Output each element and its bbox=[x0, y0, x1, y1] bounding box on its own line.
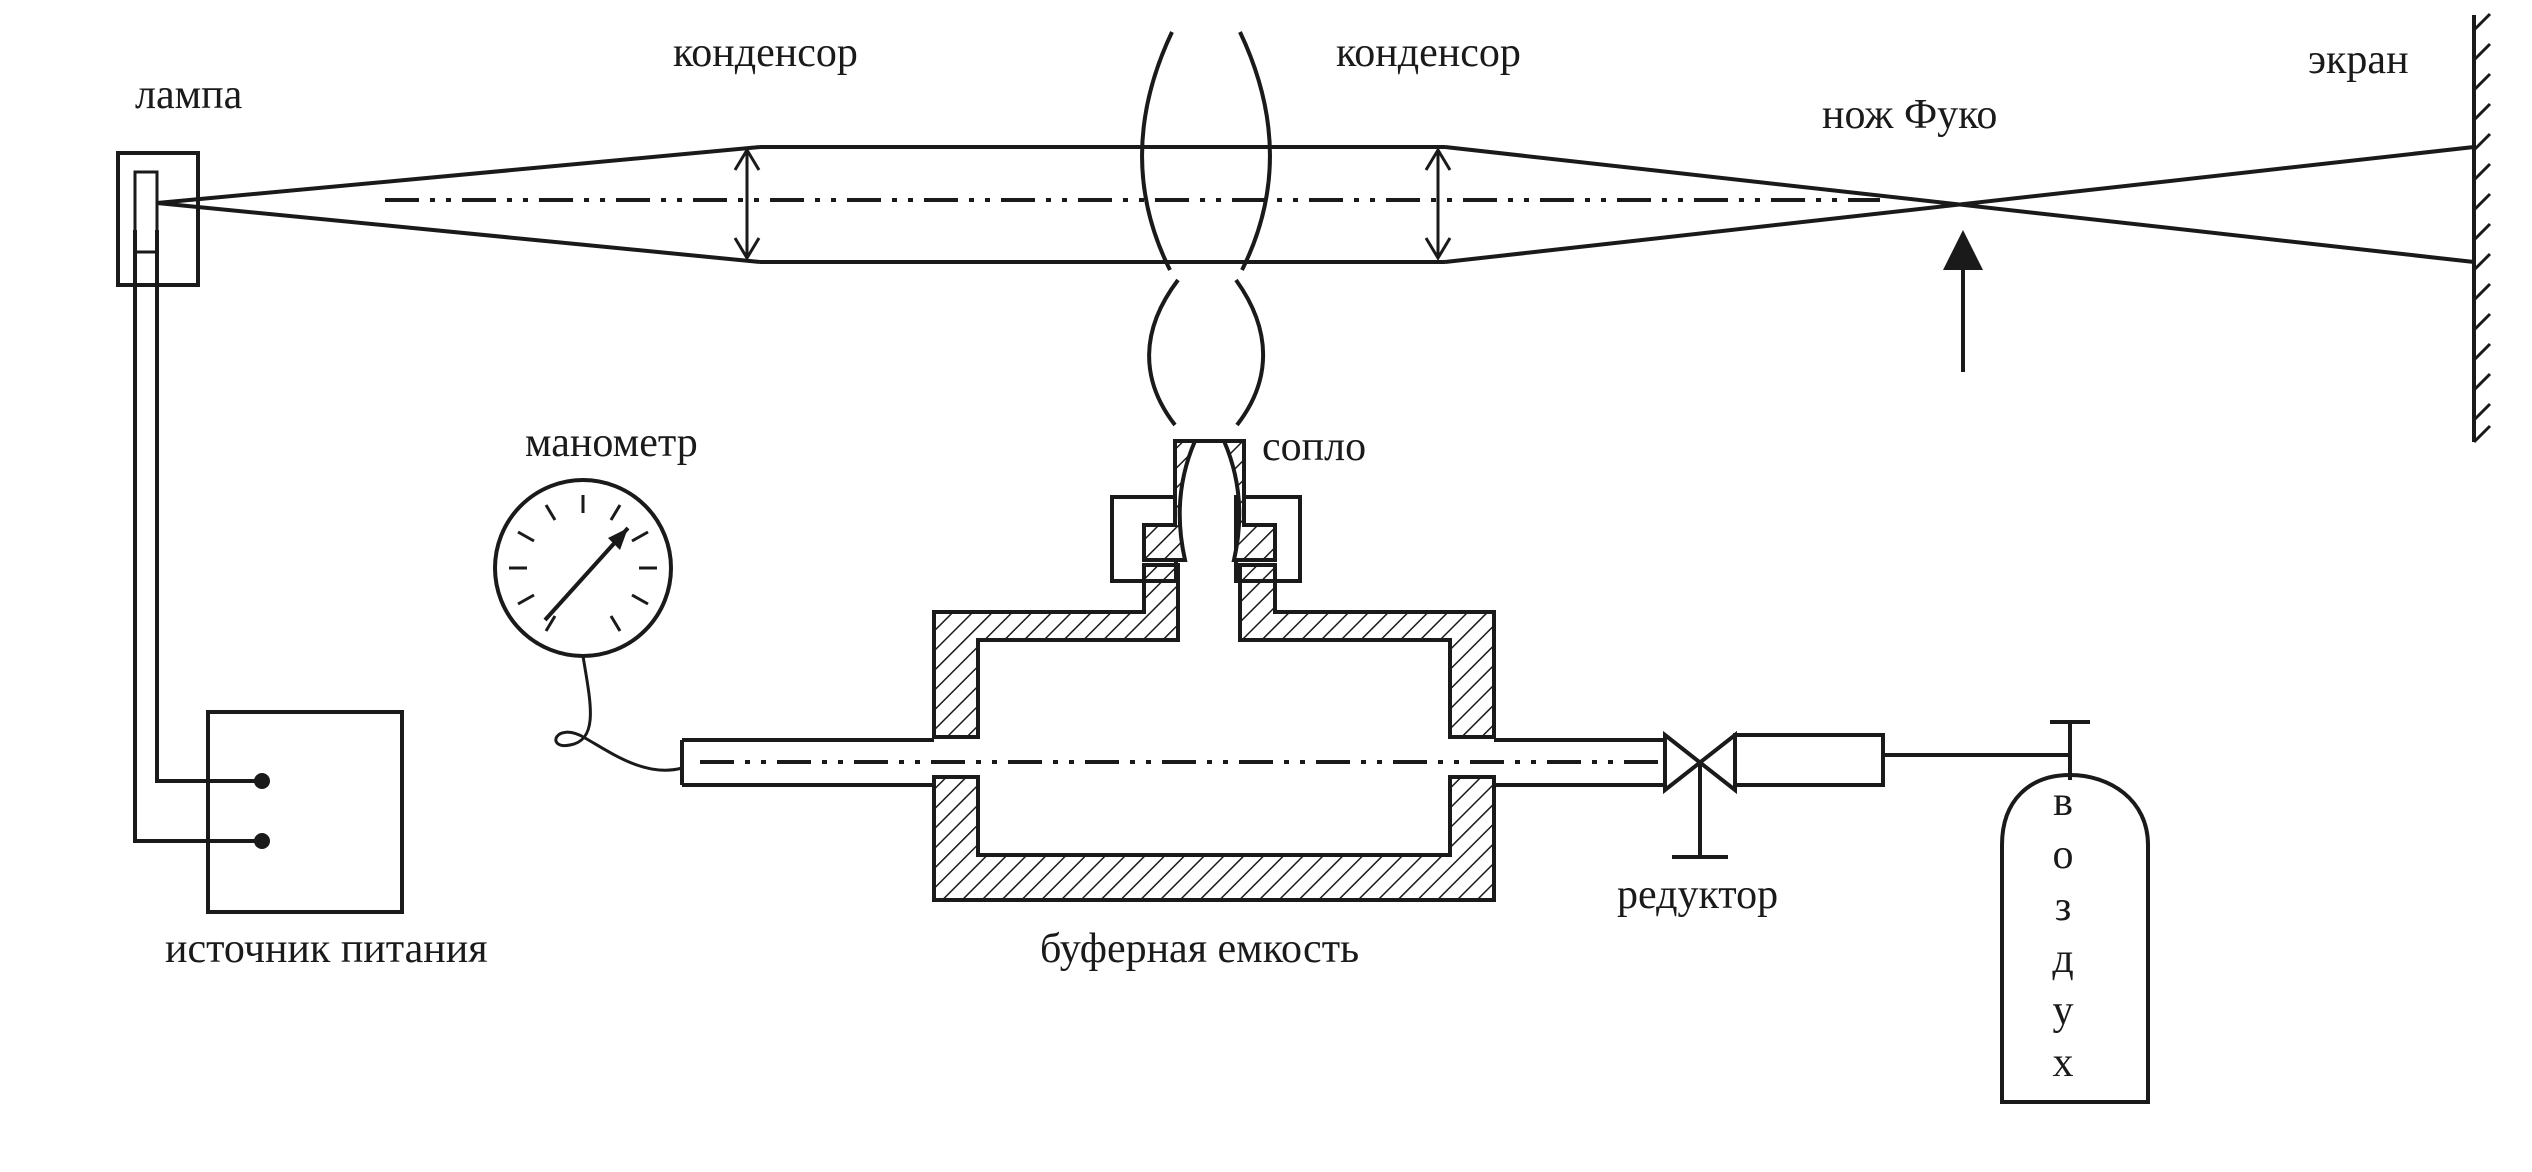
screen bbox=[2472, 12, 2492, 444]
air-letter: д bbox=[2052, 936, 2073, 982]
air-letter: з bbox=[2055, 884, 2072, 930]
label-reducer: редуктор bbox=[1617, 872, 1778, 918]
air-letter: о bbox=[2053, 832, 2074, 878]
label-buffer-tank: буферная емкость bbox=[1040, 926, 1359, 972]
label-foucault-knife: нож Фуко bbox=[1822, 92, 1997, 138]
power-source bbox=[206, 710, 404, 914]
label-lamp: лампа bbox=[135, 72, 243, 118]
buffer-tank bbox=[932, 563, 1496, 902]
label-condenser-left: конденсор bbox=[673, 30, 858, 76]
condenser-lens-left bbox=[733, 147, 761, 261]
label-air-vertical: в о з д у х bbox=[2052, 779, 2073, 1086]
manometer bbox=[493, 478, 683, 772]
label-condenser-right: конденсор bbox=[1336, 30, 1521, 76]
air-letter: у bbox=[2053, 988, 2074, 1034]
air-letter: в bbox=[2053, 779, 2073, 825]
label-screen: экран bbox=[2308, 37, 2409, 83]
label-manometer: манометр bbox=[525, 420, 698, 466]
jet-flow-lines bbox=[1140, 31, 1272, 427]
air-pipe bbox=[680, 738, 1665, 787]
lamp-power-wires bbox=[133, 230, 262, 843]
filter-section bbox=[1733, 733, 1885, 787]
air-letter: х bbox=[2053, 1040, 2074, 1086]
reducer-valve bbox=[1663, 730, 1737, 859]
light-beam bbox=[156, 145, 2475, 264]
label-nozzle: сопло bbox=[1262, 424, 1366, 470]
label-power-source: источник питания bbox=[165, 926, 488, 972]
air-cylinder bbox=[2000, 720, 2150, 1104]
condenser-lens-right bbox=[1424, 147, 1452, 261]
nozzle bbox=[1110, 439, 1302, 583]
